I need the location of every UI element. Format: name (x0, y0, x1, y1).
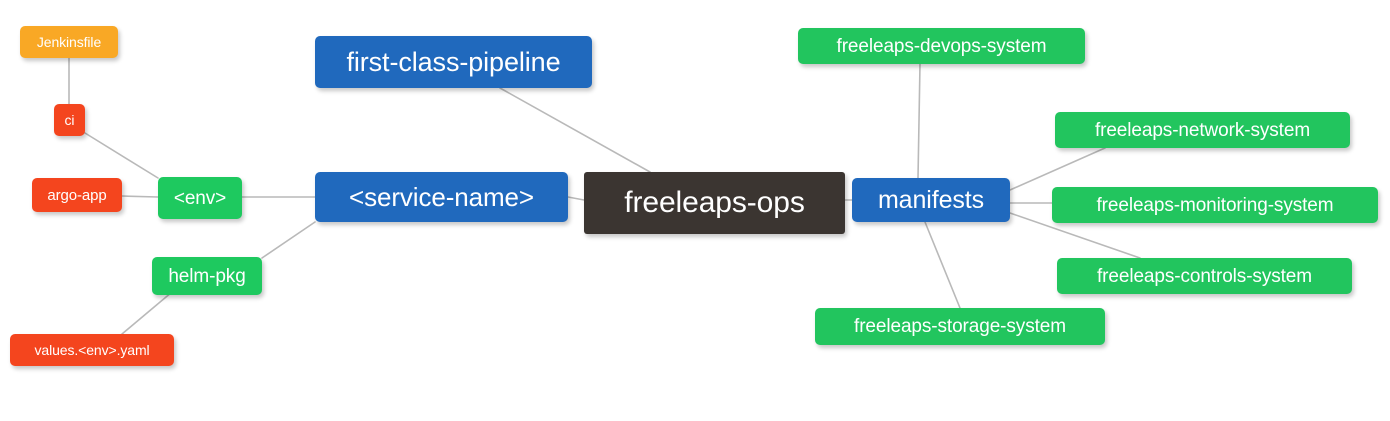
node-label-argo-app: argo-app (47, 186, 107, 204)
node-ci[interactable]: ci (54, 104, 85, 136)
node-label-jenkinsfile: Jenkinsfile (36, 34, 102, 50)
node-freeleaps-storage-system[interactable]: freeleaps-storage-system (815, 308, 1105, 345)
node-jenkinsfile[interactable]: Jenkinsfile (20, 26, 118, 58)
node-manifests[interactable]: manifests (852, 178, 1010, 222)
node-label-env: <env> (173, 187, 227, 209)
node-label-service-name: <service-name> (348, 182, 535, 212)
node-freeleaps-ops[interactable]: freeleaps-ops (584, 172, 845, 234)
edge-ci-to-env (84, 132, 159, 179)
node-label-values-yaml: values.<env>.yaml (34, 342, 150, 358)
node-values-yaml[interactable]: values.<env>.yaml (10, 334, 174, 366)
node-label-freeleaps-ops: freeleaps-ops (624, 186, 805, 219)
edge-manifests-to-freeleaps-network-system (1009, 147, 1106, 191)
node-label-freeleaps-network-system: freeleaps-network-system (1094, 119, 1311, 141)
node-label-ci: ci (64, 112, 75, 128)
node-label-helm-pkg: helm-pkg (168, 265, 246, 287)
node-label-first-class-pipeline: first-class-pipeline (346, 46, 561, 77)
node-freeleaps-controls-system[interactable]: freeleaps-controls-system (1057, 258, 1352, 294)
node-helm-pkg[interactable]: helm-pkg (152, 257, 262, 295)
node-freeleaps-monitoring-system[interactable]: freeleaps-monitoring-system (1052, 187, 1378, 223)
edge-first-class-pipeline-to-freeleaps-ops (499, 87, 651, 173)
node-freeleaps-devops-system[interactable]: freeleaps-devops-system (798, 28, 1085, 64)
node-freeleaps-network-system[interactable]: freeleaps-network-system (1055, 112, 1350, 148)
node-service-name[interactable]: <service-name> (315, 172, 568, 222)
edge-manifests-to-freeleaps-devops-system (917, 63, 921, 179)
node-label-freeleaps-monitoring-system: freeleaps-monitoring-system (1096, 194, 1334, 216)
node-label-freeleaps-devops-system: freeleaps-devops-system (836, 35, 1047, 57)
edge-service-name-to-freeleaps-ops (567, 196, 585, 201)
edge-argo-app-to-env (121, 195, 159, 198)
node-first-class-pipeline[interactable]: first-class-pipeline (315, 36, 592, 88)
node-label-manifests: manifests (877, 185, 985, 214)
node-label-freeleaps-storage-system: freeleaps-storage-system (854, 316, 1066, 337)
node-env[interactable]: <env> (158, 177, 242, 219)
node-label-freeleaps-controls-system: freeleaps-controls-system (1096, 265, 1313, 287)
edge-manifests-to-freeleaps-storage-system (924, 221, 961, 309)
edge-service-name-to-helm-pkg (261, 221, 316, 259)
edge-helm-pkg-to-values-yaml (121, 291, 173, 335)
node-argo-app[interactable]: argo-app (32, 178, 122, 212)
